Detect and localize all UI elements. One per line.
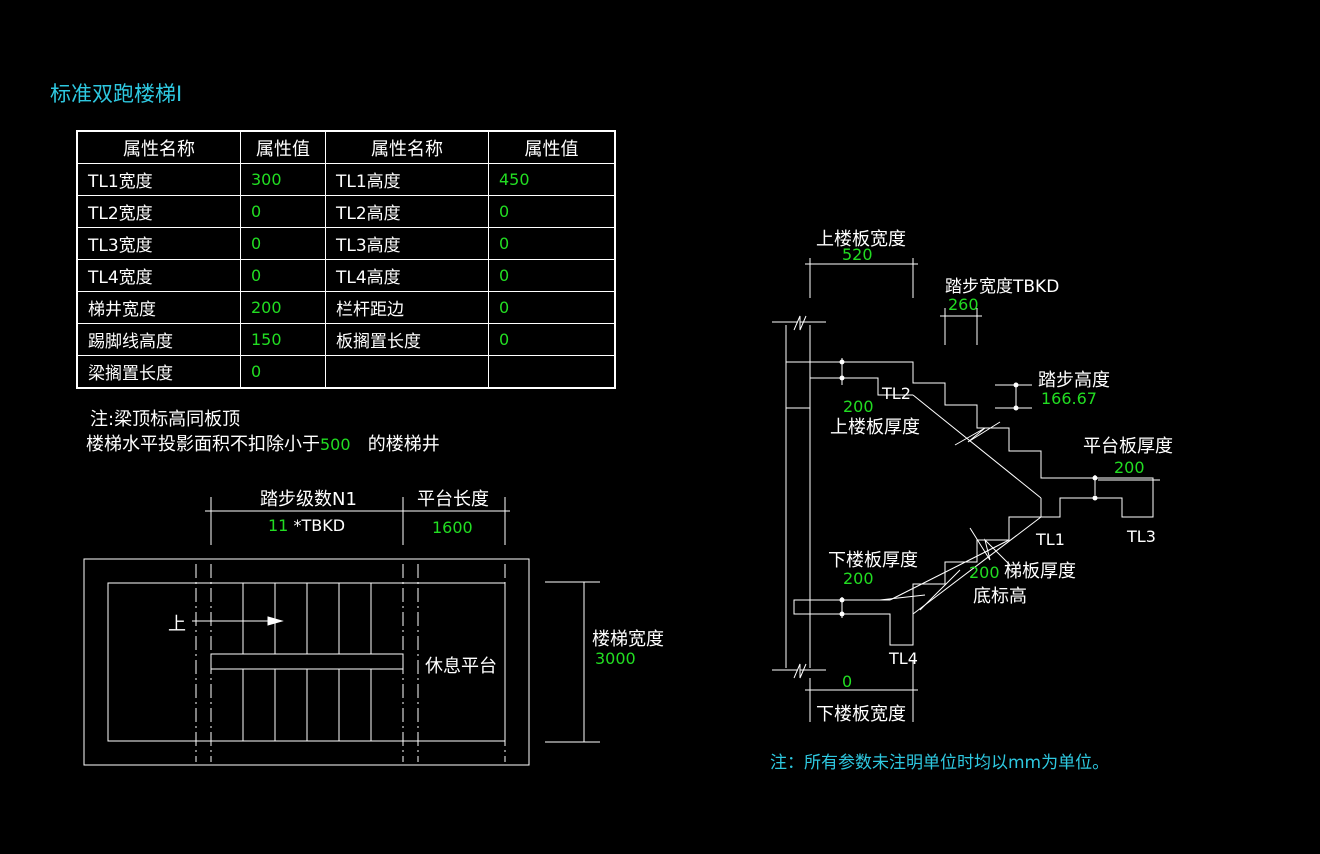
table-row: TL2宽度 0 TL2高度 0 xyxy=(76,195,616,228)
tl1-label: TL1 xyxy=(1036,530,1065,549)
stair-width-value[interactable]: 3000 xyxy=(595,649,636,668)
plan-outer-wall xyxy=(83,558,530,766)
page-title: 标准双跑楼梯Ⅰ xyxy=(50,82,183,106)
table-row: TL1宽度 300 TL1高度 450 xyxy=(76,163,616,196)
upper-run-soffit xyxy=(912,394,1042,499)
stairwell xyxy=(210,653,404,670)
table-row: 踢脚线高度 150 板搁置长度 0 xyxy=(76,323,616,356)
bottom-elevation-label: 底标高 xyxy=(973,586,1027,607)
property-value[interactable]: 0 xyxy=(488,195,616,228)
upper-run-treads xyxy=(242,583,372,654)
property-value[interactable]: 0 xyxy=(240,227,326,260)
dim-dots xyxy=(839,359,1098,617)
tread-height-value[interactable]: 166.67 xyxy=(1041,389,1097,408)
stairwell-threshold-value[interactable]: 500 xyxy=(320,435,351,454)
property-name: 踢脚线高度 xyxy=(76,323,241,356)
tread-height-label: 踏步高度 xyxy=(1038,370,1110,391)
note-projection-prefix: 楼梯水平投影面积不扣除小于 xyxy=(86,434,320,455)
stair-slab-thickness-label: 梯板厚度 xyxy=(1004,561,1076,582)
upper-slab-thickness-label: 上楼板厚度 xyxy=(830,417,920,438)
property-name: TL2宽度 xyxy=(76,195,241,228)
property-name: 板搁置长度 xyxy=(325,323,489,356)
property-value[interactable]: 450 xyxy=(488,163,616,196)
leader xyxy=(919,569,961,611)
property-name: TL4宽度 xyxy=(76,259,241,292)
section-wall xyxy=(772,315,826,679)
property-name: TL2高度 xyxy=(325,195,489,228)
steps-value[interactable]: 11 xyxy=(268,516,289,535)
property-value[interactable]: 0 xyxy=(240,259,326,292)
property-name: 梁搁置长度 xyxy=(76,355,241,389)
upper-slab-width-value[interactable]: 520 xyxy=(842,245,873,264)
steps-unit: *TBKD xyxy=(293,516,346,535)
units-footnote: 注：所有参数未注明单位时均以mm为单位。 xyxy=(770,753,1110,773)
property-value[interactable]: 300 xyxy=(240,163,326,196)
tread-width-label: 踏步宽度TBKD xyxy=(945,277,1060,297)
up-arrow-head xyxy=(267,616,284,626)
lower-slab-thickness-value[interactable]: 200 xyxy=(843,569,874,588)
property-table: 属性名称 属性值 属性名称 属性值 TL1宽度 300 TL1高度 450 TL… xyxy=(76,130,616,389)
platform-slab-thickness-label: 平台板厚度 xyxy=(1083,436,1173,457)
note-projection: 楼梯水平投影面积不扣除小于500 的楼梯井 xyxy=(86,430,440,456)
lower-slab-width-label: 下楼板宽度 xyxy=(816,704,906,725)
property-value[interactable]: 0 xyxy=(488,323,616,356)
property-value[interactable]: 150 xyxy=(240,323,326,356)
property-name xyxy=(325,355,489,389)
tread-width-value[interactable]: 260 xyxy=(948,295,979,314)
upper-slab-thickness-value[interactable]: 200 xyxy=(843,397,874,416)
tl3-label: TL3 xyxy=(1127,527,1156,546)
note-projection-suffix: 的楼梯井 xyxy=(367,434,440,455)
upper-stair-profile xyxy=(810,361,1154,518)
break-mark xyxy=(969,527,1011,566)
table-row: TL4宽度 0 TL4高度 0 xyxy=(76,259,616,292)
stair-width-label: 楼梯宽度 xyxy=(592,629,664,650)
tl4-label: TL4 xyxy=(889,649,918,668)
lower-run-soffit xyxy=(912,516,1042,615)
lower-slab-width-value[interactable]: 0 xyxy=(842,672,853,691)
property-value[interactable] xyxy=(488,355,616,389)
lower-run-treads xyxy=(242,669,372,741)
table-row: 梁搁置长度 0 xyxy=(76,355,616,389)
upper-slab-width-label: 上楼板宽度 xyxy=(816,229,906,250)
rest-platform-label: 休息平台 xyxy=(425,656,497,677)
property-value[interactable]: 0 xyxy=(488,291,616,324)
up-label: 上 xyxy=(168,614,186,635)
property-name: TL3高度 xyxy=(325,227,489,260)
header-cell: 属性名称 xyxy=(325,130,489,164)
steps-label: 踏步级数N1 xyxy=(260,489,357,510)
leader xyxy=(879,594,926,601)
note-beam-top: 注:梁顶标高同板顶 xyxy=(90,409,241,430)
break-mark xyxy=(954,421,1001,446)
upper-beam xyxy=(785,361,811,409)
steps-dimension: 11 *TBKD xyxy=(268,516,345,535)
tl2-label: TL2 xyxy=(882,384,911,403)
lower-run-soffit xyxy=(889,539,1010,601)
property-value[interactable]: 0 xyxy=(488,227,616,260)
platform-length-label: 平台长度 xyxy=(417,489,489,510)
lower-slab-thickness-label: 下楼板厚度 xyxy=(828,550,918,571)
stair-slab-thickness-value[interactable]: 200 xyxy=(969,563,1000,582)
platform-length-value[interactable]: 1600 xyxy=(432,518,473,537)
platform-slab-thickness-value[interactable]: 200 xyxy=(1114,458,1145,477)
lower-stair-profile xyxy=(793,498,1042,646)
